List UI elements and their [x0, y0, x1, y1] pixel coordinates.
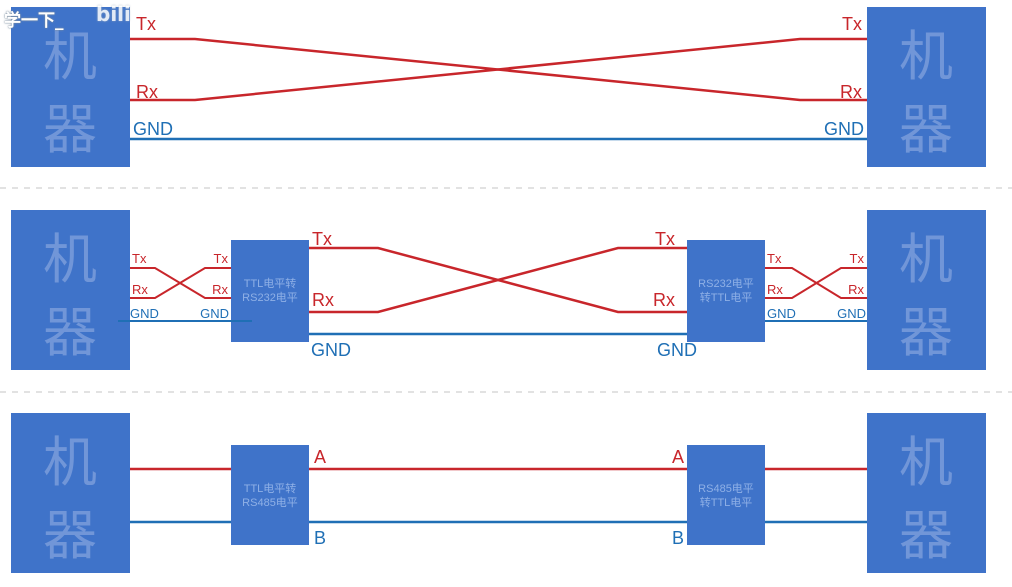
gnd-label: GND	[311, 340, 351, 360]
rx-label: Rx	[840, 82, 862, 102]
converter-rs485-to-ttl	[687, 445, 765, 545]
short-cross-wire	[765, 267, 867, 299]
converter-label: 转TTL电平	[700, 290, 753, 304]
converter-label: RS485电平	[698, 482, 754, 495]
machine-box-left	[11, 413, 130, 573]
gnd-label: GND	[200, 306, 229, 321]
rx-label: Rx	[312, 290, 334, 310]
section-rs485: 机 器 机 器 TTL电平转 RS485电平 RS485电平 转TTL电平 A …	[11, 413, 986, 573]
converter-label: RS485电平	[242, 496, 298, 509]
b-label: B	[314, 528, 326, 548]
converter-label: RS232电平	[242, 291, 298, 304]
machine-label-char: 器	[899, 301, 953, 364]
b-label: B	[672, 528, 684, 548]
rx-label: Rx	[212, 282, 228, 297]
converter-ttl-to-rs232	[231, 240, 309, 342]
rx-label: Rx	[132, 282, 148, 297]
short-cross-wire	[130, 267, 231, 299]
converter-label: TTL电平转	[244, 481, 297, 495]
a-label: A	[672, 447, 684, 467]
gnd-label: GND	[130, 306, 159, 321]
machine-box-right	[867, 7, 986, 167]
rx-to-tx-wire	[309, 246, 687, 314]
tx-label: Tx	[850, 251, 865, 266]
machine-label-char: 器	[899, 98, 953, 161]
machine-label-char: 机	[43, 228, 97, 291]
gnd-label: GND	[824, 119, 864, 139]
tx-label: Tx	[312, 229, 332, 249]
machine-box-right	[867, 413, 986, 573]
converter-label: TTL电平转	[244, 276, 297, 290]
converter-label: 转TTL电平	[700, 495, 753, 509]
machine-box-right	[867, 210, 986, 370]
machine-label-char: 机	[899, 228, 953, 291]
gnd-label: GND	[133, 119, 173, 139]
rx-label: Rx	[848, 282, 864, 297]
a-label: A	[314, 447, 326, 467]
section-rs232: 机 器 机 器 TTL电平转 RS232电平 RS232电平 转TTL电平 Tx…	[11, 210, 986, 370]
tx-label: Tx	[214, 251, 229, 266]
tx-label: Tx	[767, 251, 782, 266]
gnd-label: GND	[837, 306, 866, 321]
machine-label-char: 器	[899, 504, 953, 567]
machine-label-char: 器	[43, 98, 97, 161]
machine-label-char: 器	[43, 504, 97, 567]
tx-label: Tx	[655, 229, 675, 249]
section-direct-ttl: 机 器 机 器 Tx Rx GND Tx Rx GND	[11, 7, 986, 167]
gnd-label: GND	[657, 340, 697, 360]
converter-rs232-to-ttl	[687, 240, 765, 342]
machine-label-char: 机	[899, 431, 953, 494]
watermark-text: 学一下_	[4, 11, 64, 31]
tx-label: Tx	[132, 251, 147, 266]
bilibili-logo: bili	[96, 2, 131, 26]
machine-box-left	[11, 210, 130, 370]
converter-label: RS232电平	[698, 277, 754, 290]
tx-label: Tx	[136, 14, 156, 34]
machine-label-char: 器	[43, 301, 97, 364]
tx-label: Tx	[842, 14, 862, 34]
machine-label-char: 机	[899, 25, 953, 88]
machine-label-char: 机	[43, 25, 97, 88]
rx-label: Rx	[767, 282, 783, 297]
rx-label: Rx	[653, 290, 675, 310]
rx-label: Rx	[136, 82, 158, 102]
machine-label-char: 机	[43, 431, 97, 494]
rx-to-tx-wire	[130, 37, 867, 102]
machine-box-left	[11, 7, 130, 167]
converter-ttl-to-rs485	[231, 445, 309, 545]
gnd-label: GND	[767, 306, 796, 321]
